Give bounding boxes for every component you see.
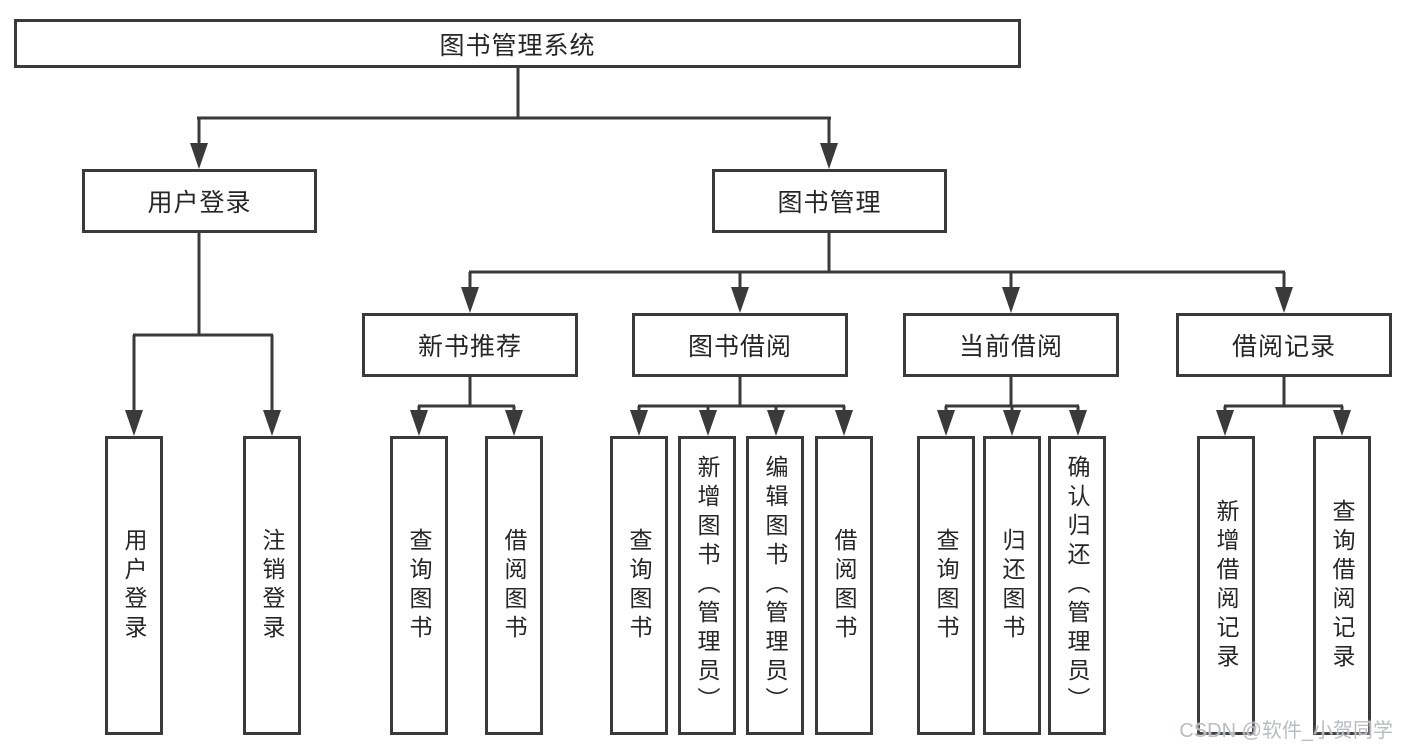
- leaf-borrow-books: 借阅图书: [485, 436, 543, 735]
- node-borrowing-records: 借阅记录: [1176, 313, 1392, 377]
- node-label: 借阅图书: [831, 527, 857, 644]
- connector-user-login-branch: [125, 233, 281, 436]
- node-label: 编辑图书（管理员）: [762, 455, 788, 716]
- leaf-confirm-return-admin: 确认归还（管理员）: [1048, 436, 1106, 735]
- node-label: 图书管理系统: [439, 31, 596, 60]
- node-new-book-recommendation: 新书推荐: [362, 313, 578, 377]
- connector-new-book-branch: [410, 377, 523, 436]
- leaf-logout: 注销登录: [243, 436, 301, 735]
- node-user-login: 用户登录: [82, 169, 317, 233]
- connector-current-borrow-branch: [937, 377, 1087, 436]
- leaf-add-books-admin: 新增图书（管理员）: [678, 436, 736, 735]
- leaf-query-books: 查询图书: [390, 436, 448, 735]
- leaf-return-books: 归还图书: [983, 436, 1041, 735]
- leaf-add-borrow-record: 新增借阅记录: [1197, 436, 1255, 735]
- node-label: 查询图书: [626, 527, 652, 644]
- leaf-query-books: 查询图书: [917, 436, 975, 735]
- node-label: 图书借阅: [687, 333, 792, 361]
- node-label: 新书推荐: [417, 333, 522, 361]
- node-library-management-system: 图书管理系统: [14, 19, 1021, 68]
- leaf-query-books: 查询图书: [610, 436, 668, 735]
- connector-root-to-level2: [190, 68, 838, 169]
- node-label: 用户登录: [121, 527, 147, 644]
- connector-book-borrow-branch: [630, 377, 853, 436]
- node-label: 新增借阅记录: [1213, 498, 1239, 673]
- node-label: 用户登录: [147, 189, 252, 217]
- connector-book-mgmt-to-level3: [461, 233, 1293, 313]
- leaf-borrow-books: 借阅图书: [815, 436, 873, 735]
- node-label: 图书管理: [777, 189, 882, 217]
- leaf-user-login: 用户登录: [105, 436, 163, 735]
- node-label: 注销登录: [259, 527, 285, 644]
- node-label: 查询图书: [933, 527, 959, 644]
- node-label: 查询借阅记录: [1329, 498, 1355, 673]
- node-book-management: 图书管理: [712, 169, 947, 233]
- node-current-borrowing: 当前借阅: [903, 313, 1119, 377]
- leaf-query-borrow-record: 查询借阅记录: [1313, 436, 1371, 735]
- node-label: 当前借阅: [958, 333, 1063, 361]
- node-label: 确认归还（管理员）: [1064, 455, 1090, 716]
- node-label: 查询图书: [406, 527, 432, 644]
- node-label: 新增图书（管理员）: [694, 455, 720, 716]
- node-label: 借阅图书: [501, 527, 527, 644]
- node-book-borrowing: 图书借阅: [632, 313, 848, 377]
- watermark-text: CSDN @软件_小贺同学: [1179, 720, 1393, 742]
- connector-borrow-records-branch: [1216, 377, 1351, 436]
- leaf-edit-books-admin: 编辑图书（管理员）: [746, 436, 804, 735]
- node-label: 借阅记录: [1231, 333, 1336, 361]
- node-label: 归还图书: [999, 527, 1025, 644]
